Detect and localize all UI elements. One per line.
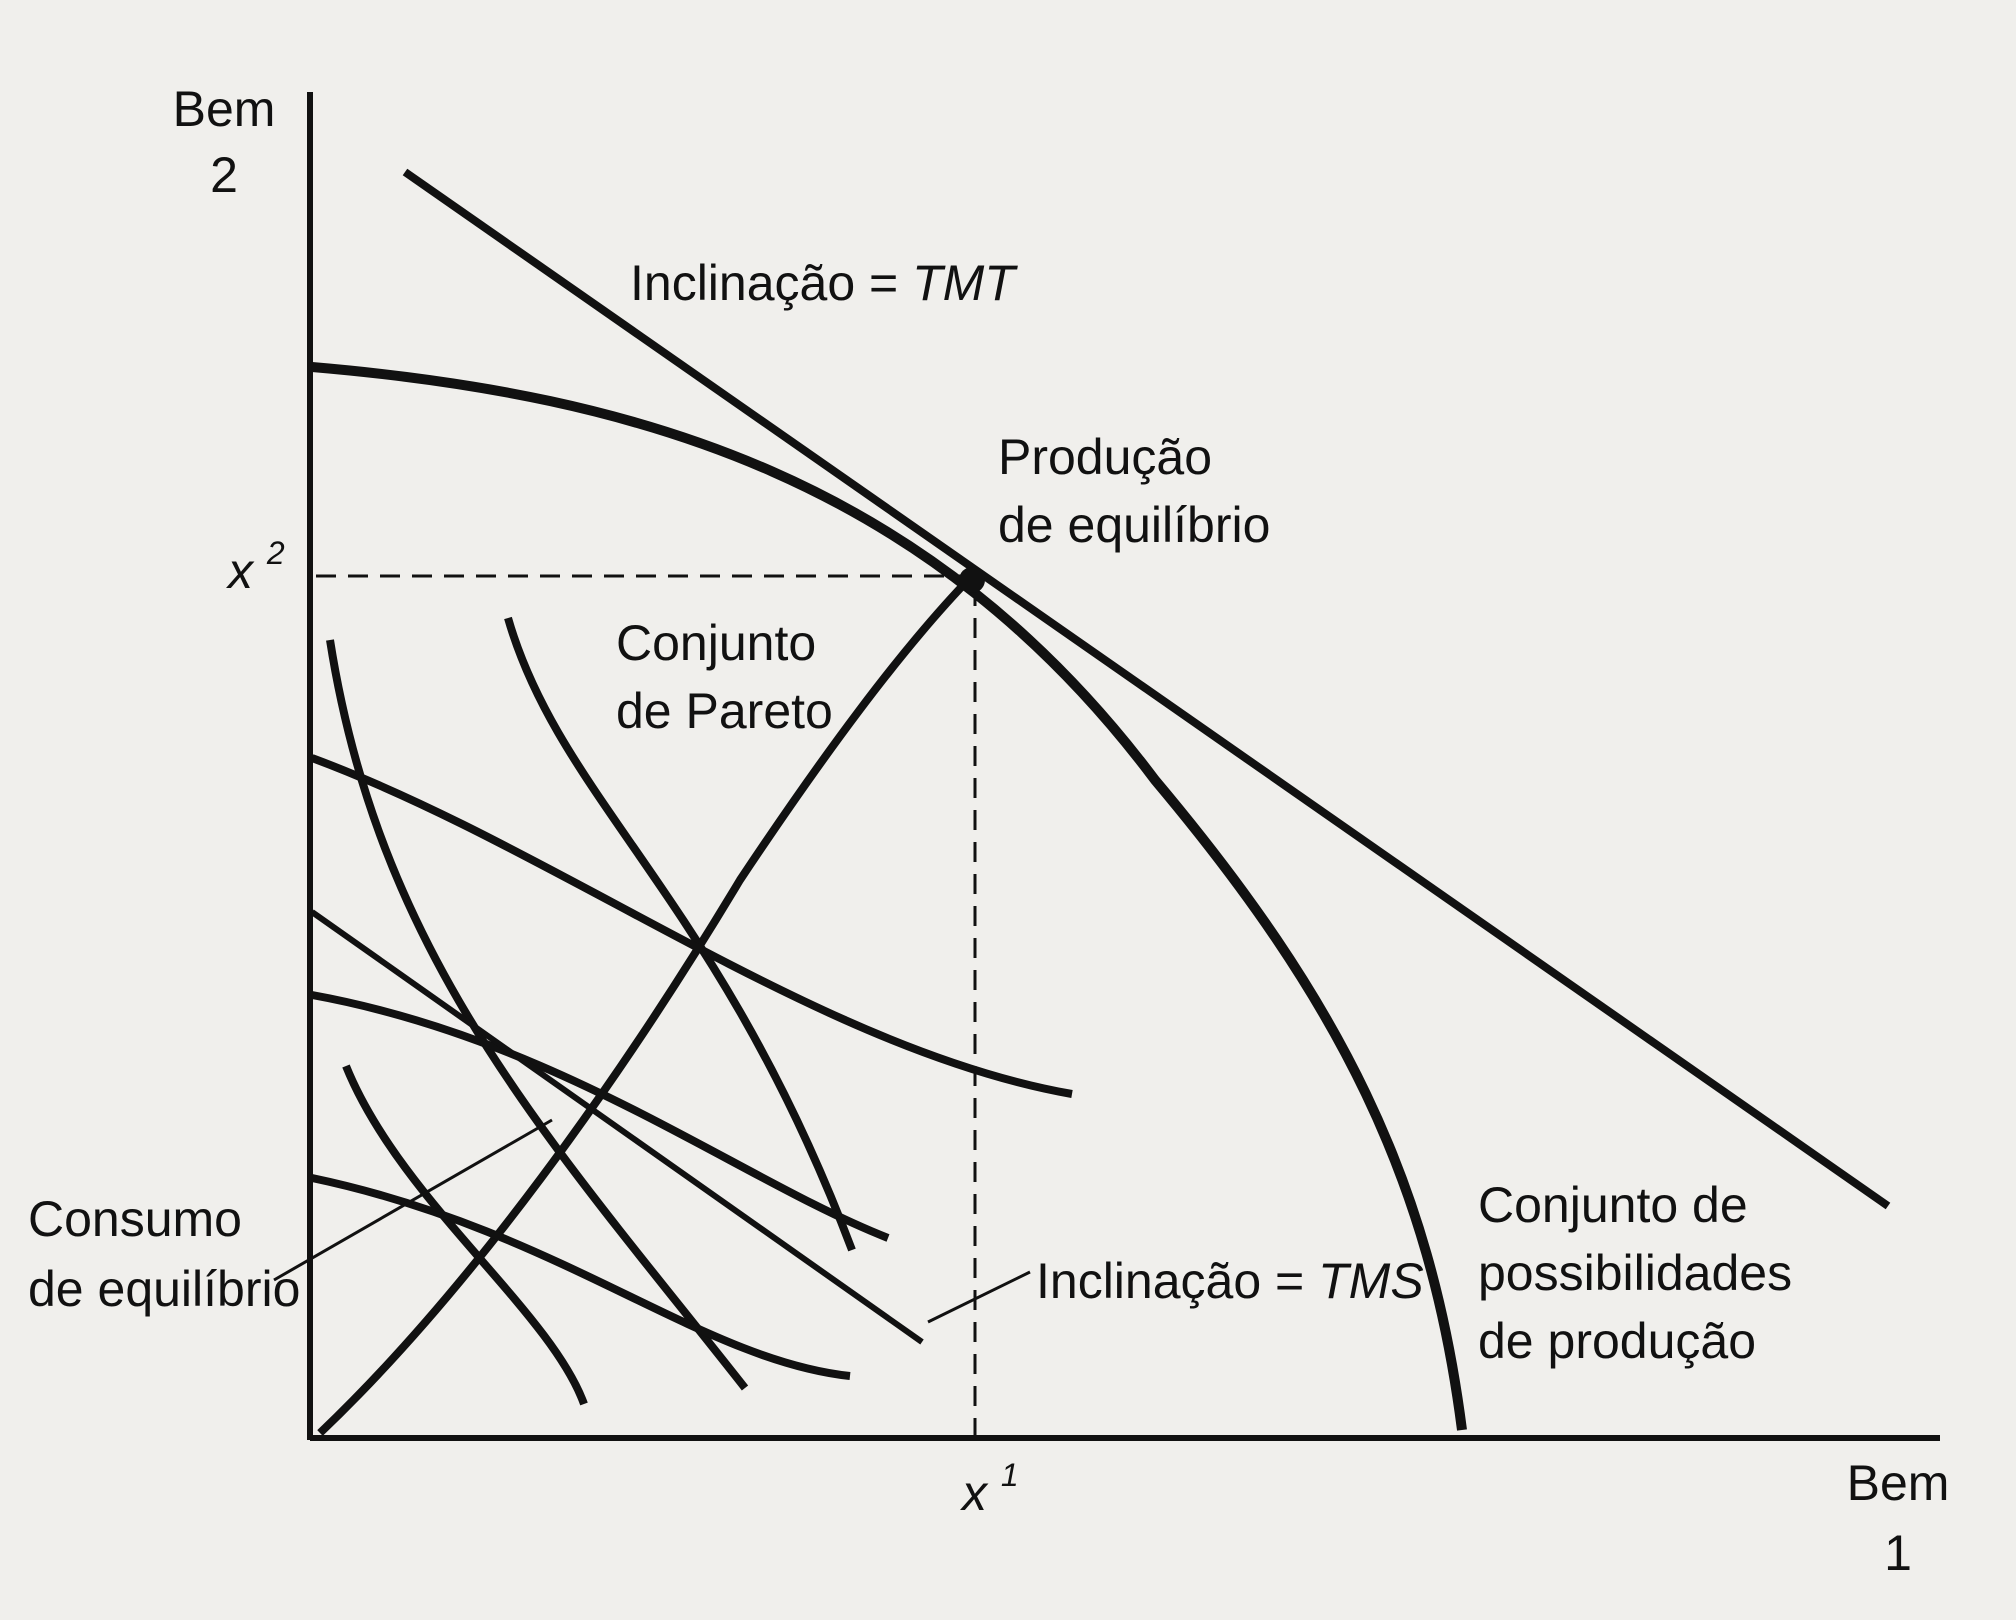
- y-axis-label-line1: Bem: [173, 81, 276, 137]
- tms-tangent-line: [310, 909, 924, 1345]
- y-axis-label-line2: 2: [210, 147, 238, 203]
- ppf-label-line3: de produção: [1478, 1313, 1756, 1369]
- x-axis-label-line2: 1: [1884, 1525, 1912, 1581]
- slope-tms-symbol: TMS: [1318, 1253, 1424, 1309]
- indifference-curve: [311, 991, 890, 1242]
- x1-marker-base: x: [960, 1465, 989, 1521]
- slope-tms-label: Inclinação = TMS: [1036, 1253, 1424, 1309]
- production-equilibrium-point: [959, 567, 985, 593]
- consumption-eq-label-line1: Consumo: [28, 1191, 242, 1247]
- indifference-curve: [504, 616, 856, 1252]
- consumption-eq-leader-line: [273, 1118, 553, 1282]
- ppf-label-line2: possibilidades: [1478, 1245, 1792, 1301]
- tmt-tangent-line: [402, 168, 1891, 1210]
- pareto-set-label-line2: de Pareto: [616, 683, 833, 739]
- pareto-set-curve: [317, 573, 975, 1436]
- indifference-curve: [342, 1064, 588, 1406]
- production-eq-label-line2: de equilíbrio: [998, 497, 1270, 553]
- ppf-label-line1: Conjunto de: [1478, 1177, 1748, 1233]
- tms-leader-line: [927, 1270, 1031, 1324]
- production-possibilities-curve: [311, 362, 1467, 1431]
- x2-marker-base: x: [226, 543, 255, 599]
- x2-marker-sup: 2: [266, 535, 285, 571]
- slope-tmt-label: Inclinação = TMT: [630, 255, 1018, 311]
- pareto-set-label-line1: Conjunto: [616, 615, 816, 671]
- x1-marker: x 1: [960, 1457, 1019, 1521]
- indifference-curve: [310, 754, 1073, 1098]
- indifference-curve: [311, 1174, 851, 1380]
- x1-marker-sup: 1: [1001, 1457, 1019, 1493]
- x2-marker: x 2: [226, 535, 285, 599]
- slope-tmt-prefix: Inclinação =: [630, 255, 912, 311]
- production-eq-label-line1: Produção: [998, 429, 1212, 485]
- slope-tms-prefix: Inclinação =: [1036, 1253, 1318, 1309]
- slope-tmt-symbol: TMT: [912, 255, 1018, 311]
- x-axis-label-line1: Bem: [1847, 1455, 1950, 1511]
- consumption-eq-label-line2: de equilíbrio: [28, 1261, 300, 1317]
